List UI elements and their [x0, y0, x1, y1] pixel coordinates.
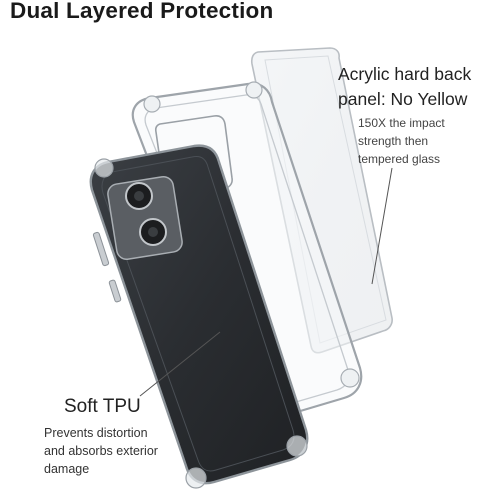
acrylic-back-panel	[250, 47, 393, 354]
tpu-pointer-line	[139, 331, 221, 397]
acrylic-desc-line3: tempered glass	[358, 152, 441, 166]
acrylic-heading: Acrylic hard back panel: No Yellow	[338, 62, 471, 112]
acrylic-desc-line1: 150X the impact	[358, 116, 445, 130]
acrylic-desc-line2: strength then	[358, 134, 429, 148]
acrylic-heading-line2: panel: No Yellow	[338, 89, 468, 109]
tpu-desc-line2: and absorbs exterior	[44, 444, 158, 458]
phone-device	[89, 144, 309, 489]
tpu-desc-line1: Prevents distortion	[44, 426, 148, 440]
tpu-desc-line3: damage	[44, 462, 90, 476]
headline: Dual Layered Protection	[10, 0, 274, 23]
acrylic-heading-line1: Acrylic hard back	[338, 64, 472, 84]
tpu-heading: Soft TPU	[64, 396, 141, 417]
acrylic-pointer-line	[371, 167, 393, 285]
tpu-description: Prevents distortion and absorbs exterior…	[44, 424, 158, 478]
acrylic-description: 150X the impact strength then tempered g…	[358, 114, 445, 168]
